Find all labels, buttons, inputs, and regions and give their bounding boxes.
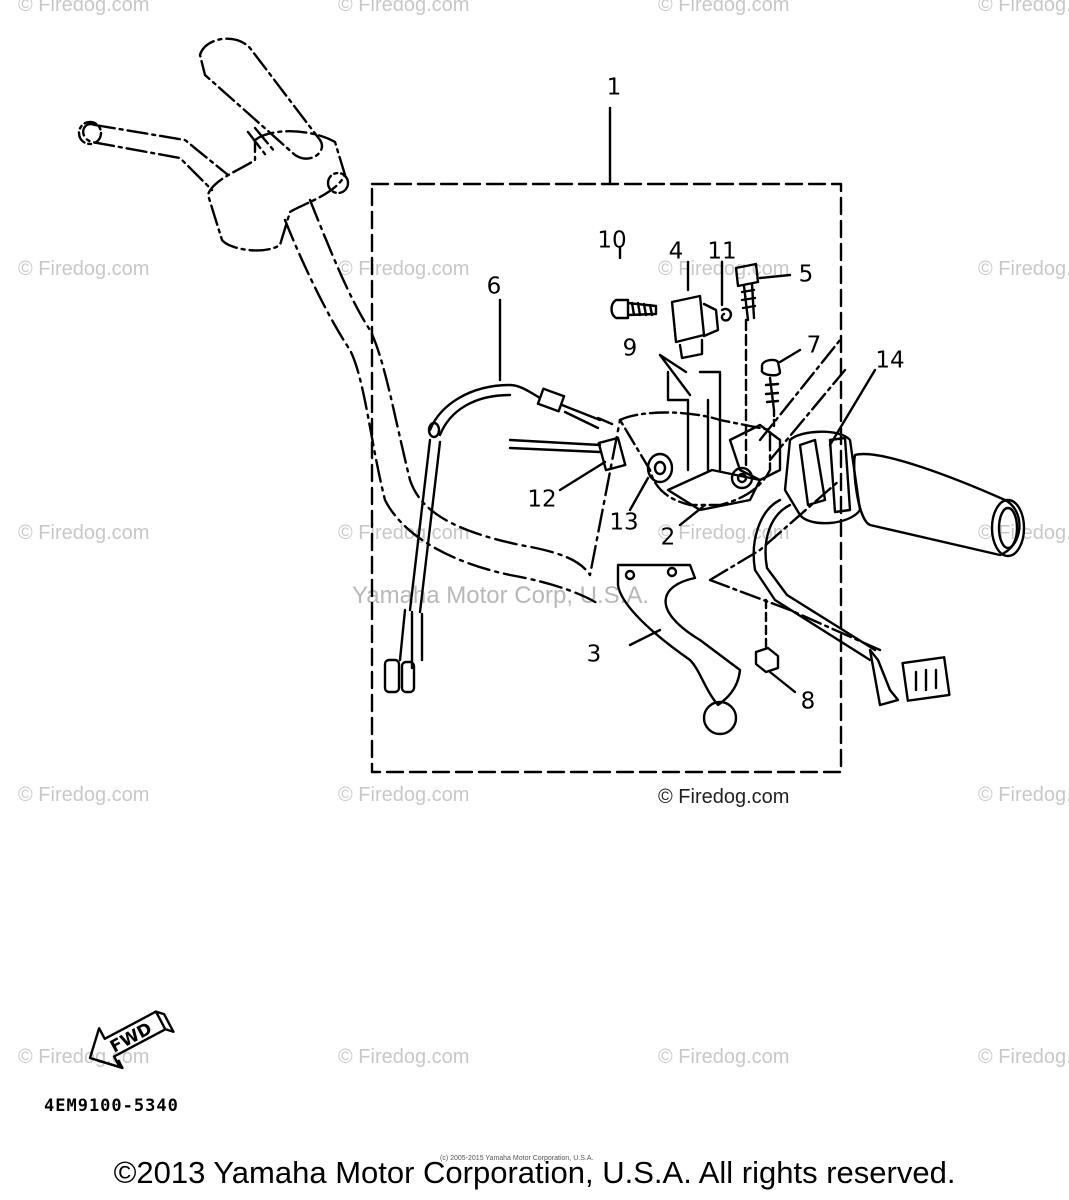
- lever-bracket: [618, 411, 772, 507]
- watermark: © Firedog.com: [658, 522, 790, 544]
- callout-5: 5: [798, 261, 814, 288]
- part-11: [720, 307, 733, 322]
- callout-10: 10: [597, 227, 627, 254]
- right-switch-wire: [752, 498, 877, 662]
- nut-8: [754, 646, 780, 674]
- callout-13: 13: [609, 509, 639, 536]
- watermark: © Firedog.com: [978, 784, 1069, 806]
- brake-lever: [616, 563, 742, 707]
- screw-10: [610, 298, 658, 320]
- callout-7: 7: [806, 332, 822, 359]
- watermark: © Firedog.com: [978, 258, 1069, 280]
- switch-wire: [408, 438, 442, 614]
- throttle-cable: [428, 383, 542, 432]
- callout-2: 2: [660, 524, 676, 551]
- callout-assembly: 1: [606, 74, 622, 101]
- watermark: © Firedog.com: [18, 784, 150, 806]
- center-watermark: Yamaha Motor Corp, U.S.A.: [352, 582, 649, 609]
- watermark: © Firedog.com: [658, 0, 790, 16]
- left-switch-housing: [206, 130, 347, 252]
- left-lever: [82, 122, 230, 192]
- assembly-boundary: [370, 182, 843, 774]
- callout-6: 6: [486, 273, 502, 300]
- watermark: © Firedog.com: [18, 0, 150, 16]
- credit-watermark: © Firedog.com: [658, 786, 790, 808]
- fwd-arrow: [88, 1010, 175, 1070]
- small-copyright-note: (c) 2005-2015 Yamaha Motor Corporation, …: [440, 1155, 594, 1162]
- right-grip: [853, 452, 1021, 557]
- callout-4: 4: [668, 238, 684, 265]
- part-4: [670, 294, 706, 344]
- copyright-notice: ©2013 Yamaha Motor Corporation, U.S.A. A…: [113, 1155, 956, 1190]
- watermark: © Firedog.com: [978, 0, 1069, 16]
- callout-3: 3: [586, 641, 602, 668]
- watermark: © Firedog.com: [338, 0, 470, 16]
- watermark: © Firedog.com: [658, 1046, 790, 1068]
- watermark: © Firedog.com: [978, 1046, 1069, 1068]
- watermark: © Firedog.com: [338, 784, 470, 806]
- watermark: © Firedog.com: [338, 1046, 470, 1068]
- part-number: 4EM9100-5340: [44, 1096, 179, 1116]
- callout-11: 11: [707, 238, 737, 265]
- watermark: © Firedog.com: [18, 522, 150, 544]
- throttle-housing: [728, 423, 782, 482]
- callout-14: 14: [875, 347, 905, 374]
- callout-12: 12: [527, 486, 557, 513]
- left-grip: [198, 37, 324, 160]
- callout-8: 8: [800, 688, 816, 715]
- watermark: © Firedog.com: [18, 258, 150, 280]
- handlebar: [308, 198, 622, 577]
- callout-9: 9: [622, 335, 638, 362]
